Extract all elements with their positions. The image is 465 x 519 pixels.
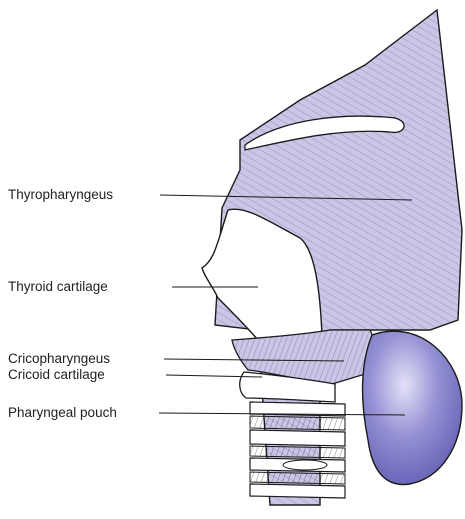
pharyngeal-pouch-shape [363,331,463,484]
label-cricoid-cartilage: Cricoid cartilage [8,367,105,383]
label-cricopharyngeus: Cricopharyngeus [8,351,110,367]
label-thyropharyngeus: Thyropharyngeus [8,187,113,203]
label-pharyngeal-pouch: Pharyngeal pouch [8,405,117,421]
label-thyroid-cartilage: Thyroid cartilage [8,279,108,295]
